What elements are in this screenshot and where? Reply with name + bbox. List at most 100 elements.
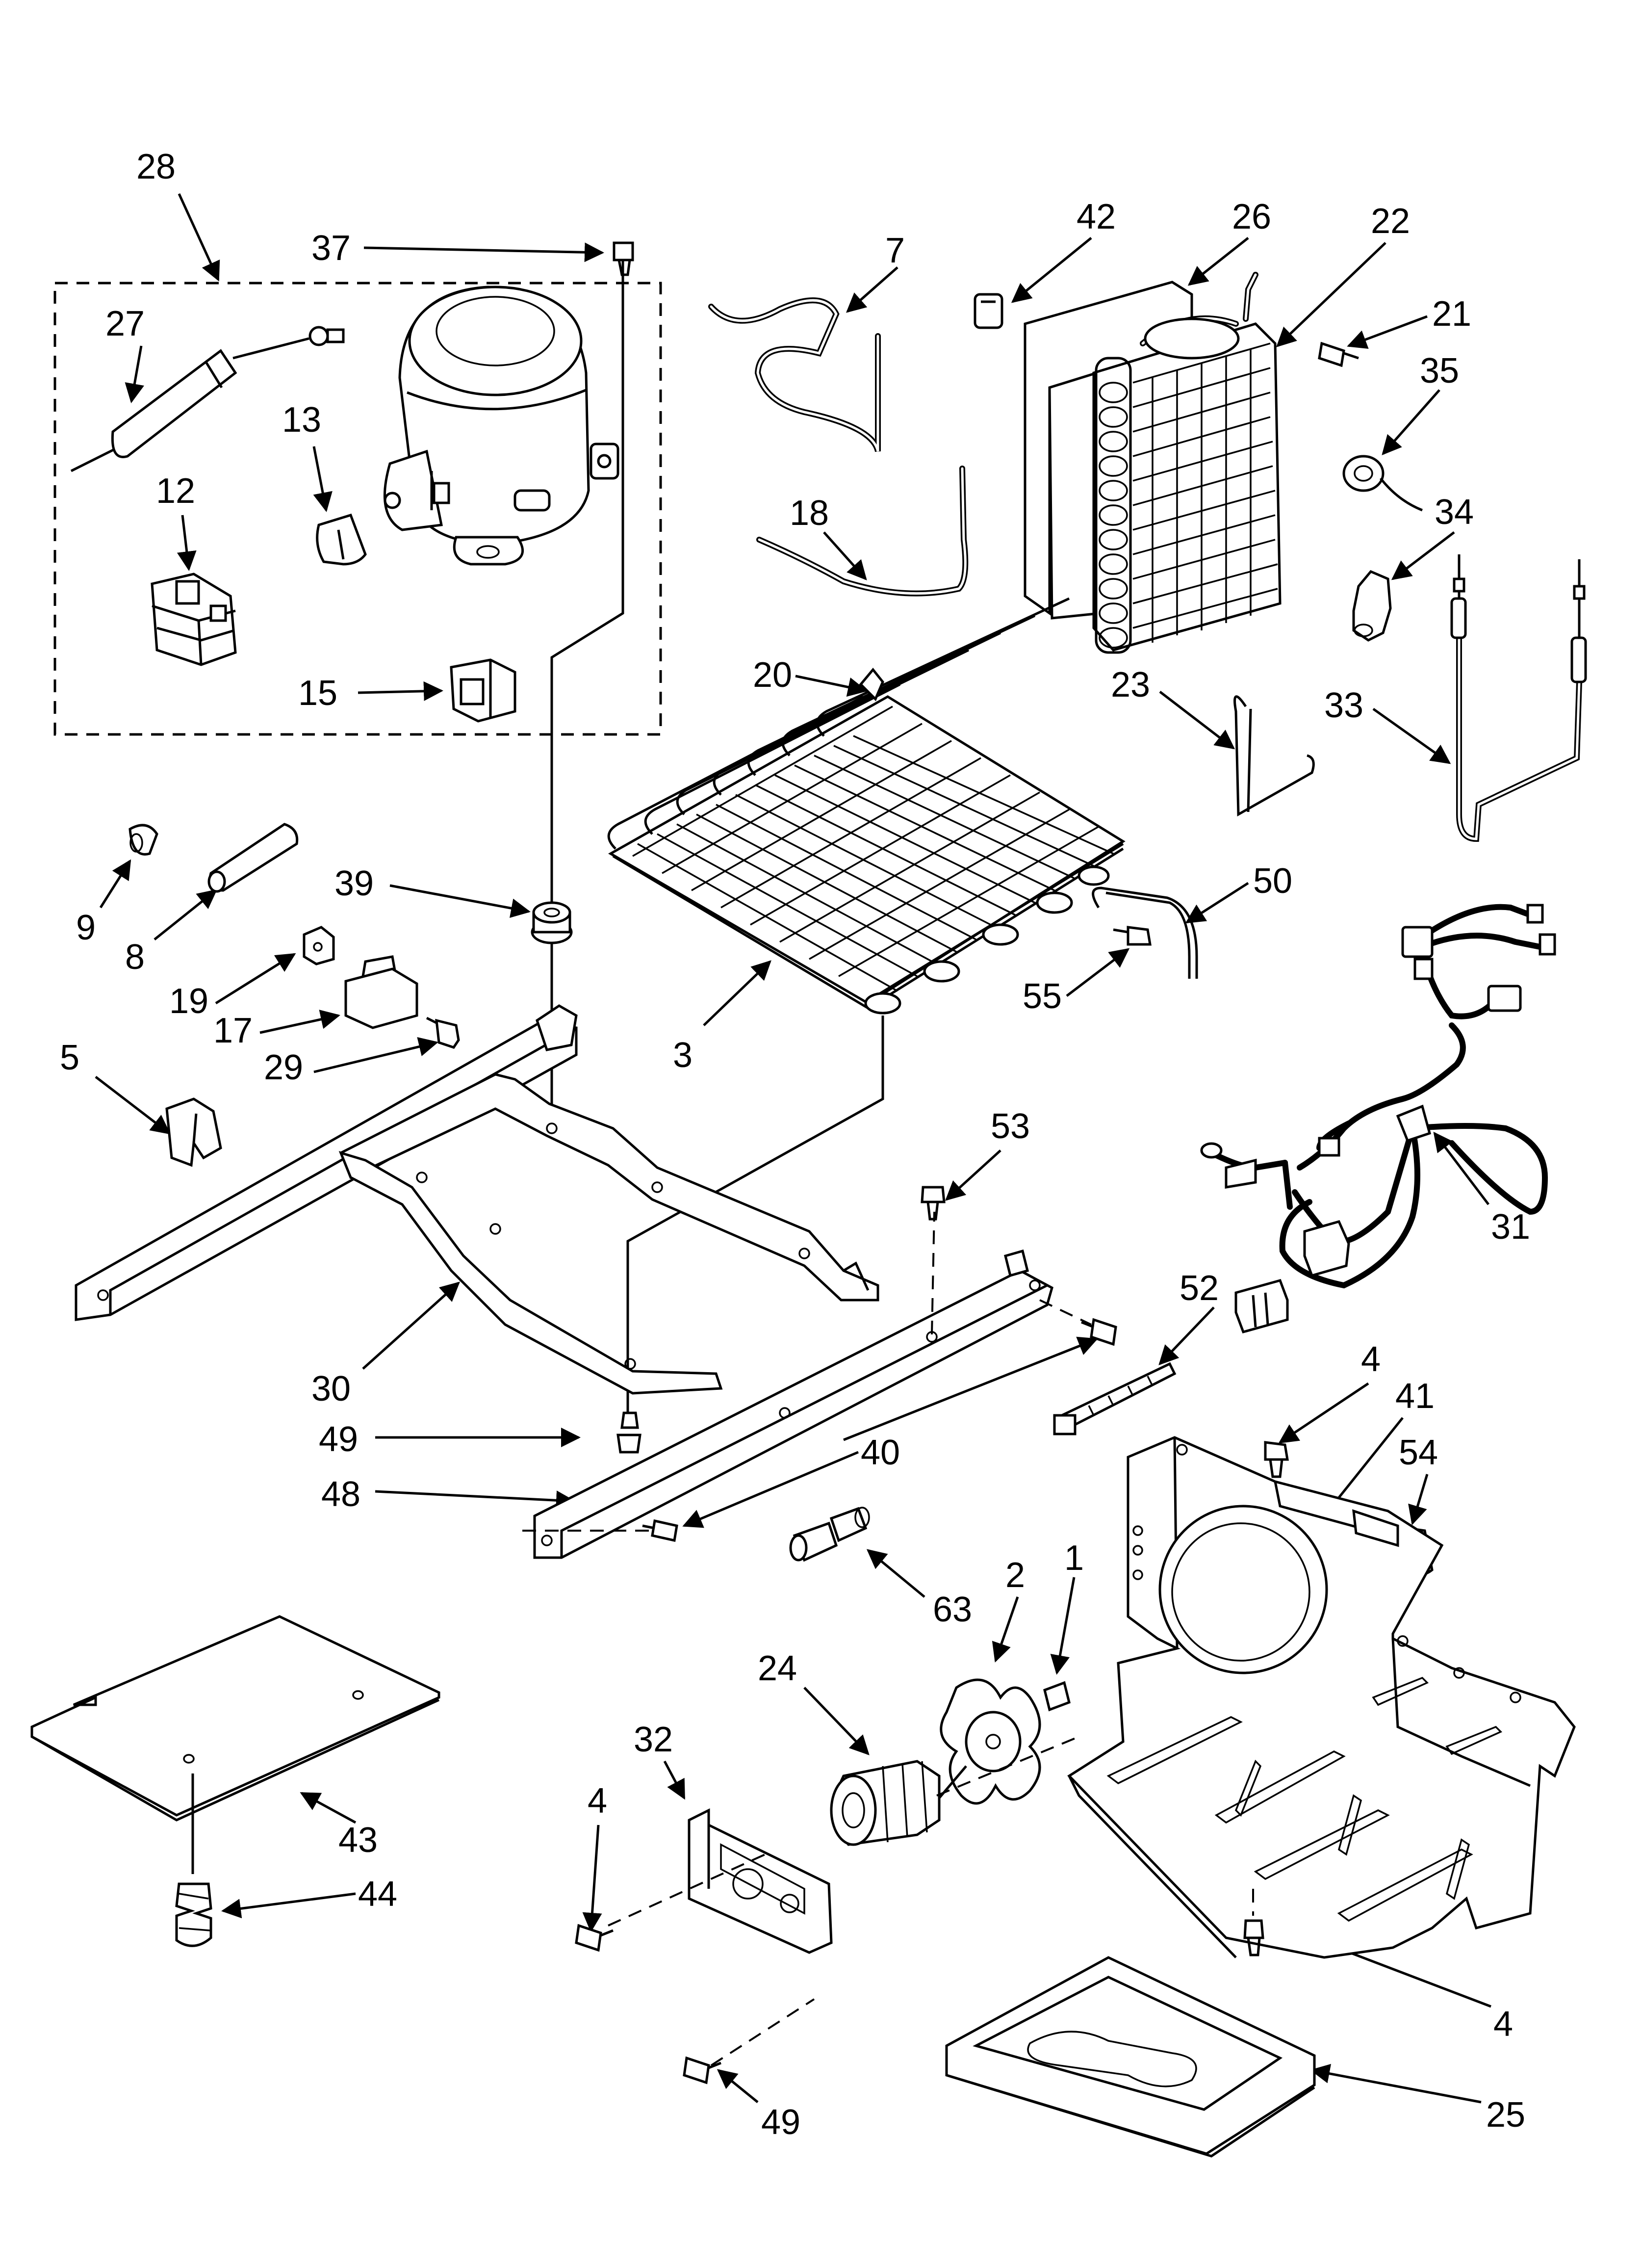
leader-24	[803, 1687, 870, 1755]
leader-5	[95, 1076, 171, 1135]
leader-25	[1310, 2064, 1482, 2104]
screw-29	[426, 1017, 460, 1049]
guide-line-bracket	[710, 1998, 815, 2066]
leader-34	[1391, 531, 1455, 580]
leader-32	[663, 1760, 686, 1800]
leader-40-b	[843, 1336, 1098, 1441]
part-8	[207, 823, 299, 893]
callout-label-28: 28	[136, 147, 176, 186]
leader-39	[389, 884, 531, 918]
callout-label-4-left: 4	[588, 1781, 607, 1821]
screw-49-bottom	[683, 2056, 721, 2085]
bracket-5	[165, 1097, 222, 1167]
frame-30	[75, 1004, 879, 1395]
leader-30	[362, 1281, 460, 1370]
screw-4-bottom	[1243, 1889, 1264, 1956]
callout-label-3: 3	[673, 1036, 693, 1075]
leader-7	[846, 266, 898, 313]
callout-label-32: 32	[634, 1720, 673, 1759]
clip-50	[1092, 886, 1198, 979]
callout-label-34: 34	[1435, 493, 1474, 532]
leader-35	[1382, 389, 1440, 455]
callout-label-41: 41	[1395, 1377, 1435, 1416]
evaporator-3	[607, 597, 1126, 1015]
overload-part	[450, 658, 516, 723]
screw-53	[921, 1186, 946, 1221]
evap-fins	[632, 705, 1114, 992]
thermostat-35	[1342, 455, 1423, 512]
drain-pan-25	[945, 1956, 1316, 2158]
callout-label-18: 18	[790, 494, 829, 533]
screw-40-left	[642, 1519, 678, 1542]
screw-55	[1113, 926, 1152, 946]
leader-1	[1050, 1577, 1076, 1675]
guide-line-motor	[608, 1853, 766, 1927]
rod-23	[1233, 695, 1315, 817]
leader-37	[363, 242, 604, 262]
tube-7	[708, 297, 881, 452]
condenser-coils	[1092, 272, 1282, 654]
callout-label-49-bottom: 49	[761, 2103, 800, 2142]
compressor-part	[383, 286, 619, 566]
drier-part	[70, 326, 345, 472]
panel-43	[30, 1615, 440, 1874]
leader-50	[1185, 882, 1249, 924]
leader-48	[375, 1490, 576, 1511]
bracket-34	[1352, 570, 1392, 642]
bracket-32	[688, 1808, 833, 1954]
screw-21	[1318, 341, 1359, 367]
callout-label-54: 54	[1399, 1433, 1438, 1472]
screw-40-right	[1081, 1318, 1117, 1346]
callout-label-48: 48	[321, 1475, 360, 1514]
leader-26	[1187, 237, 1249, 286]
assembly-dashed-box	[53, 282, 662, 736]
callout-labels: 28 37 27 13 12 15 7 18 42 26 22 21 35 34…	[60, 147, 1530, 2142]
callout-label-4-bottom: 4	[1493, 2005, 1513, 2044]
clip-part	[316, 513, 367, 566]
callout-label-50: 50	[1253, 861, 1292, 901]
leader-27	[125, 345, 144, 403]
leader-40-a	[682, 1451, 859, 1528]
evap-u-bends	[864, 865, 1110, 1015]
callout-label-33: 33	[1324, 686, 1363, 725]
leader-21	[1347, 315, 1428, 349]
leader-54	[1408, 1474, 1429, 1525]
part-17	[344, 955, 418, 1029]
cable-tie-52	[1053, 1362, 1177, 1435]
guide-line-fan	[936, 1736, 1079, 1797]
callout-label-52: 52	[1180, 1269, 1219, 1308]
fan-motor-24	[830, 1760, 967, 1846]
callout-label-1: 1	[1064, 1538, 1084, 1578]
leader-63	[866, 1549, 925, 1598]
callout-label-27: 27	[105, 304, 145, 343]
callout-label-39: 39	[334, 864, 374, 903]
callout-label-21: 21	[1432, 294, 1471, 334]
leader-55	[1066, 948, 1130, 997]
fan-blade-2	[940, 1678, 1041, 1805]
part-9	[128, 824, 158, 856]
leader-9	[99, 859, 131, 909]
relay-part	[151, 573, 237, 666]
leader-49-bottom	[717, 2069, 759, 2103]
screw-4-top	[1264, 1441, 1289, 1478]
callout-label-20: 20	[753, 655, 792, 695]
leader-15	[358, 681, 443, 701]
screw-37	[613, 241, 634, 276]
tubing-33	[1450, 554, 1587, 842]
callout-label-43: 43	[338, 1821, 378, 1860]
callout-label-7: 7	[885, 231, 905, 270]
guide-line-compressor	[550, 255, 624, 1123]
part-19	[303, 926, 335, 965]
callout-label-26: 26	[1232, 197, 1271, 236]
callout-label-22: 22	[1371, 202, 1410, 241]
callout-label-5: 5	[60, 1038, 79, 1077]
callout-label-49-top: 49	[319, 1420, 358, 1459]
callout-label-53: 53	[991, 1107, 1030, 1146]
clip-42	[974, 293, 1003, 329]
callout-label-23: 23	[1111, 665, 1150, 704]
bracket-1	[1043, 1681, 1071, 1712]
base-shroud	[1067, 1436, 1576, 1959]
callout-label-9: 9	[76, 908, 96, 947]
spring-44	[175, 1882, 212, 1947]
